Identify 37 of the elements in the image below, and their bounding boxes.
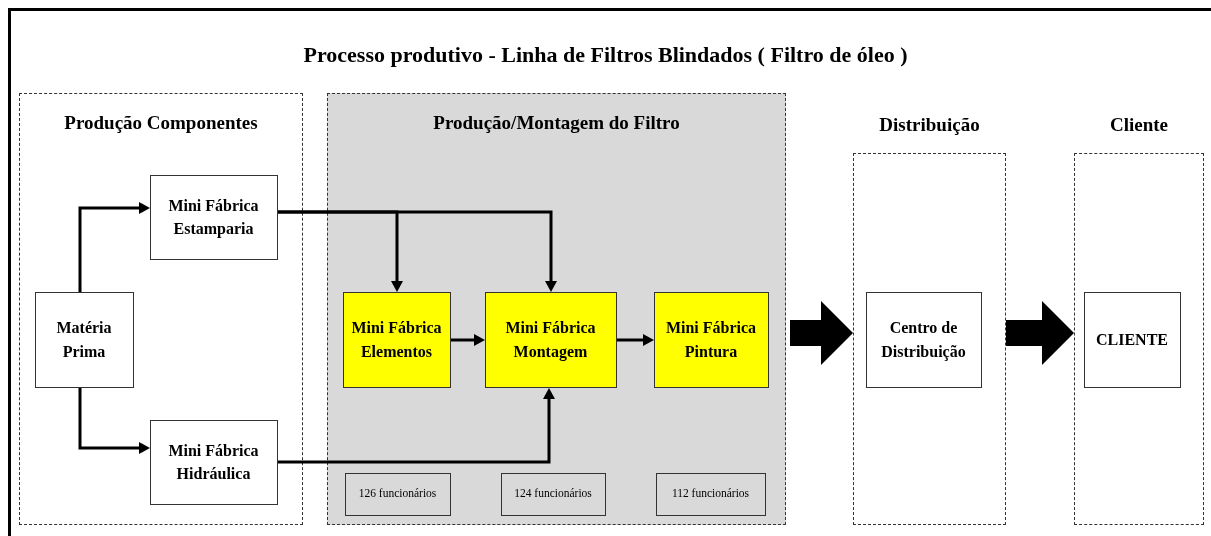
staff-count: 126 funcionários [358, 487, 437, 501]
block-arrow [790, 301, 853, 365]
box-label: Matéria Prima [55, 318, 113, 362]
group-panel [19, 93, 303, 525]
box-label: Mini Fábrica Estamparia [167, 195, 260, 240]
staff-count-box [344, 472, 451, 516]
group-heading: Cliente [1108, 114, 1169, 136]
diagram-title: Processo produtivo - Linha de Filtros Blindados ( Filtro de óleo ) [303, 42, 908, 68]
box-label: Mini Fábrica Montagem [504, 318, 597, 363]
box-label: Mini Fábrica Pintura [664, 318, 758, 362]
process-box [653, 291, 769, 388]
process-box [1083, 291, 1181, 388]
box-label: Centro de Distribuição [880, 318, 967, 363]
arrow [78, 388, 150, 454]
staff-count-box [655, 472, 766, 516]
arrow [278, 210, 557, 292]
box-label: Mini Fábrica Hidráulica [167, 440, 260, 484]
arrow [617, 334, 654, 346]
arrow [451, 334, 485, 346]
process-box [149, 419, 278, 505]
group-panel [327, 93, 786, 525]
process-box [484, 291, 617, 388]
box-label: Mini Fábrica Elementos [350, 318, 443, 362]
arrow [78, 202, 150, 292]
staff-count: 124 funcionários [514, 487, 592, 501]
process-box [34, 291, 134, 388]
process-box [149, 174, 278, 260]
group-heading: Produção Componentes [63, 112, 259, 134]
group-heading: Produção/Montagem do Filtro [432, 112, 681, 134]
arrow [278, 388, 555, 464]
box-label: CLIENTE [1096, 329, 1168, 350]
staff-count: 112 funcionários [671, 487, 750, 501]
block-arrow [1006, 301, 1074, 365]
process-box [865, 291, 982, 388]
group-heading: Distribuição [878, 114, 981, 136]
process-box [342, 291, 451, 388]
staff-count-box [500, 472, 606, 516]
